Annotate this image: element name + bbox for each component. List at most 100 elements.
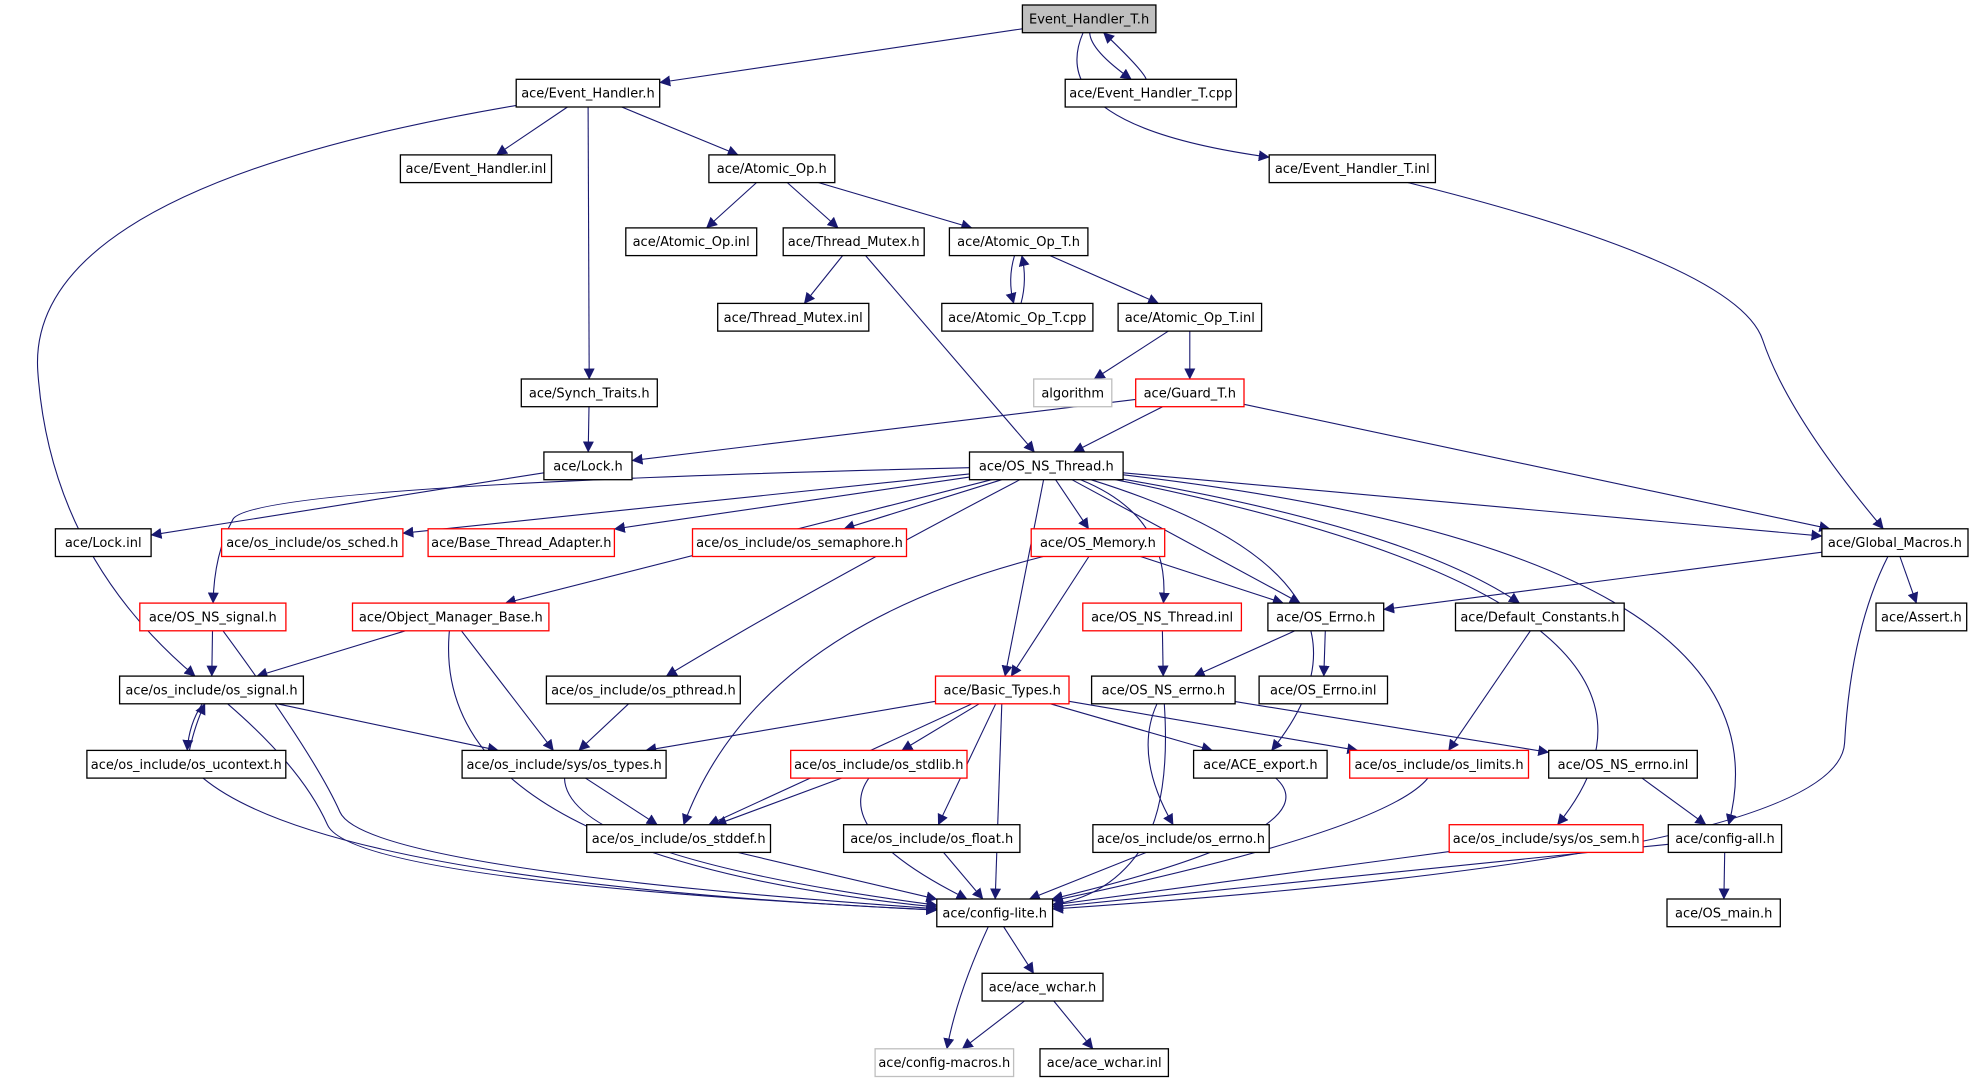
edge-osmem-to-stddef (682, 555, 1044, 826)
node-ace-thread-mutex-h[interactable]: ace/Thread_Mutex.h (782, 227, 925, 257)
node-ace-lock-inl[interactable]: ace/Lock.inl (54, 528, 152, 558)
node-event-handler-t-h[interactable]: Event_Handler_T.h (1021, 4, 1157, 34)
node-box (1135, 378, 1245, 408)
node-ace-config-lite-h[interactable]: ace/config-lite.h (936, 898, 1054, 928)
edge-aopt_cpp-to-aopt (1018, 255, 1030, 304)
node-box (118, 675, 305, 705)
node-box (1092, 824, 1270, 854)
node-ace-event-handler-h[interactable]: ace/Event_Handler.h (515, 78, 661, 108)
edge-osnst-to-defc (1123, 478, 1520, 604)
node-ace-ace-export-h[interactable]: ace/ACE_export.h (1192, 749, 1328, 779)
node-box (1875, 602, 1968, 632)
node-ace-base-thread-adapter-h[interactable]: ace/Base_Thread_Adapter.h (427, 528, 616, 558)
node-ace-os-memory-h[interactable]: ace/OS_Memory.h (1030, 528, 1166, 558)
node-ace-atomic-op-t-cpp[interactable]: ace/Atomic_Op_T.cpp (941, 302, 1094, 332)
node-ace-os-errno-h[interactable]: ace/OS_Errno.h (1267, 602, 1385, 632)
edge-osnst-to-bt (1001, 479, 1045, 677)
node-ace-os-ns-thread-h[interactable]: ace/OS_NS_Thread.h (968, 451, 1124, 481)
edge-ucontext-to-configlite (202, 777, 938, 916)
node-box (717, 302, 870, 332)
node-ace-os-include-os-signal-h[interactable]: ace/os_include/os_signal.h (118, 675, 305, 705)
node-ace-ace-wchar-inl[interactable]: ace/ace_wchar.inl (1039, 1048, 1170, 1078)
node-ace-os-include-os-stdlib-h[interactable]: ace/os_include/os_stdlib.h (790, 749, 968, 779)
node-label: ace/Atomic_Op_T.h (957, 235, 1080, 250)
node-box (1030, 528, 1166, 558)
node-ace-os-ns-errno-inl[interactable]: ace/OS_NS_errno.inl (1548, 749, 1698, 779)
edge-stdlib-to-stddef (715, 777, 842, 827)
edge-osnst-to-sem (843, 479, 1002, 531)
node-box (874, 1048, 1015, 1078)
node-label: ace/os_include/os_ucontext.h (91, 758, 282, 773)
node-label: ace/os_include/os_signal.h (125, 684, 297, 699)
node-ace-os-include-sys-os-sem-h[interactable]: ace/os_include/sys/os_sem.h (1448, 824, 1644, 854)
node-ace-event-handler-t-inl[interactable]: ace/Event_Handler_T.inl (1268, 154, 1437, 184)
node-ace-os-main-h[interactable]: ace/OS_main.h (1666, 898, 1781, 928)
node-ace-event-handler-inl[interactable]: ace/Event_Handler.inl (399, 154, 553, 184)
edge-osnserrno_inl-to-configall (1641, 777, 1707, 826)
node-label: ace/Atomic_Op_T.inl (1125, 311, 1255, 326)
node-ace-basic-types-h[interactable]: ace/Basic_Types.h (934, 675, 1070, 705)
node-label: ace/Object_Manager_Base.h (359, 611, 543, 626)
node-ace-atomic-op-h[interactable]: ace/Atomic_Op.h (708, 154, 836, 184)
node-ace-synch-traits-h[interactable]: ace/Synch_Traits.h (520, 378, 658, 408)
node-box (515, 78, 661, 108)
node-label: ace/Atomic_Op.inl (633, 235, 750, 250)
node-ace-config-all-h[interactable]: ace/config-all.h (1667, 824, 1783, 854)
node-ace-atomic-op-t-inl[interactable]: ace/Atomic_Op_T.inl (1117, 302, 1263, 332)
node-box (54, 528, 152, 558)
node-ace-ace-wchar-h[interactable]: ace/ace_wchar.h (981, 972, 1104, 1002)
edge-osmem-to-oserrno (1140, 555, 1284, 606)
node-box (842, 824, 1021, 854)
node-label: ace/OS_main.h (1675, 906, 1772, 921)
node-label: ace/os_include/sys/os_sem.h (1453, 832, 1640, 847)
node-ace-atomic-op-inl[interactable]: ace/Atomic_Op.inl (625, 227, 758, 257)
node-ace-os-ns-errno-h[interactable]: ace/OS_NS_errno.h (1090, 675, 1236, 705)
node-ace-assert-h[interactable]: ace/Assert.h (1875, 602, 1968, 632)
node-ace-global-macros-h[interactable]: ace/Global_Macros.h (1821, 528, 1969, 558)
node-ace-lock-h[interactable]: ace/Lock.h (543, 451, 633, 481)
node-ace-os-errno-inl[interactable]: ace/OS_Errno.inl (1258, 675, 1389, 705)
node-ace-os-ns-signal-h[interactable]: ace/OS_NS_signal.h (139, 602, 287, 632)
node-label: ace/os_include/os_sched.h (226, 536, 398, 551)
node-ace-os-ns-thread-inl[interactable]: ace/OS_NS_Thread.inl (1082, 602, 1243, 632)
node-label: ace/Atomic_Op_T.cpp (948, 311, 1086, 326)
node-ace-thread-mutex-inl[interactable]: ace/Thread_Mutex.inl (717, 302, 870, 332)
edge-aopt-to-aopt_cpp (1005, 255, 1017, 304)
node-ace-os-include-os-errno-h[interactable]: ace/os_include/os_errno.h (1092, 824, 1270, 854)
node-label: ace/OS_Errno.inl (1270, 684, 1376, 699)
node-ace-os-include-os-ucontext-h[interactable]: ace/os_include/os_ucontext.h (86, 749, 287, 779)
node-box (86, 749, 287, 779)
node-label: ace/os_include/os_stdlib.h (794, 758, 963, 773)
edge-synch-to-lock (582, 406, 594, 453)
node-ace-config-macros-h[interactable]: ace/config-macros.h (874, 1048, 1015, 1078)
edge-bt-to-configlite (990, 703, 1003, 900)
node-box (1821, 528, 1969, 558)
node-box (139, 602, 287, 632)
edge-aop-to-tm (786, 182, 839, 229)
node-label: ace/ACE_export.h (1203, 758, 1317, 773)
node-ace-event-handler-t-cpp[interactable]: ace/Event_Handler_T.cpp (1064, 78, 1238, 108)
edge-eh_cpp-to-root (1103, 32, 1147, 80)
node-ace-object-manager-base-h[interactable]: ace/Object_Manager_Base.h (351, 602, 550, 632)
edge-osnst-to-sched (402, 473, 970, 538)
node-ace-guard-t-h[interactable]: ace/Guard_T.h (1135, 378, 1245, 408)
node-ace-os-include-sys-os-types-h[interactable]: ace/os_include/sys/os_types.h (461, 749, 667, 779)
node-label: ace/ace_wchar.inl (1047, 1056, 1162, 1071)
node-box (1268, 154, 1437, 184)
node-label: ace/OS_Errno.h (1276, 611, 1375, 626)
node-box (1667, 824, 1783, 854)
node-ace-os-include-os-pthread-h[interactable]: ace/os_include/os_pthread.h (545, 675, 741, 705)
edge-gm-to-configlite (1052, 556, 1889, 914)
node-ace-os-include-os-semaphore-h[interactable]: ace/os_include/os_semaphore.h (691, 528, 908, 558)
node-label: ace/OS_NS_Thread.inl (1091, 611, 1233, 626)
node-ace-os-include-os-stddef-h[interactable]: ace/os_include/os_stddef.h (586, 824, 772, 854)
node-ace-os-include-os-sched-h[interactable]: ace/os_include/os_sched.h (220, 528, 404, 558)
node-ace-atomic-op-t-h[interactable]: ace/Atomic_Op_T.h (948, 227, 1089, 257)
node-ace-os-include-os-limits-h[interactable]: ace/os_include/os_limits.h (1349, 749, 1530, 779)
edge-aopt-to-aopt_inl (1049, 255, 1160, 305)
node-ace-os-include-os-float-h[interactable]: ace/os_include/os_float.h (842, 824, 1021, 854)
edge-osnst-to-gm (1123, 472, 1823, 541)
node-ace-default-constants-h[interactable]: ace/Default_Constants.h (1454, 602, 1625, 632)
node-algorithm[interactable]: algorithm (1033, 378, 1113, 408)
